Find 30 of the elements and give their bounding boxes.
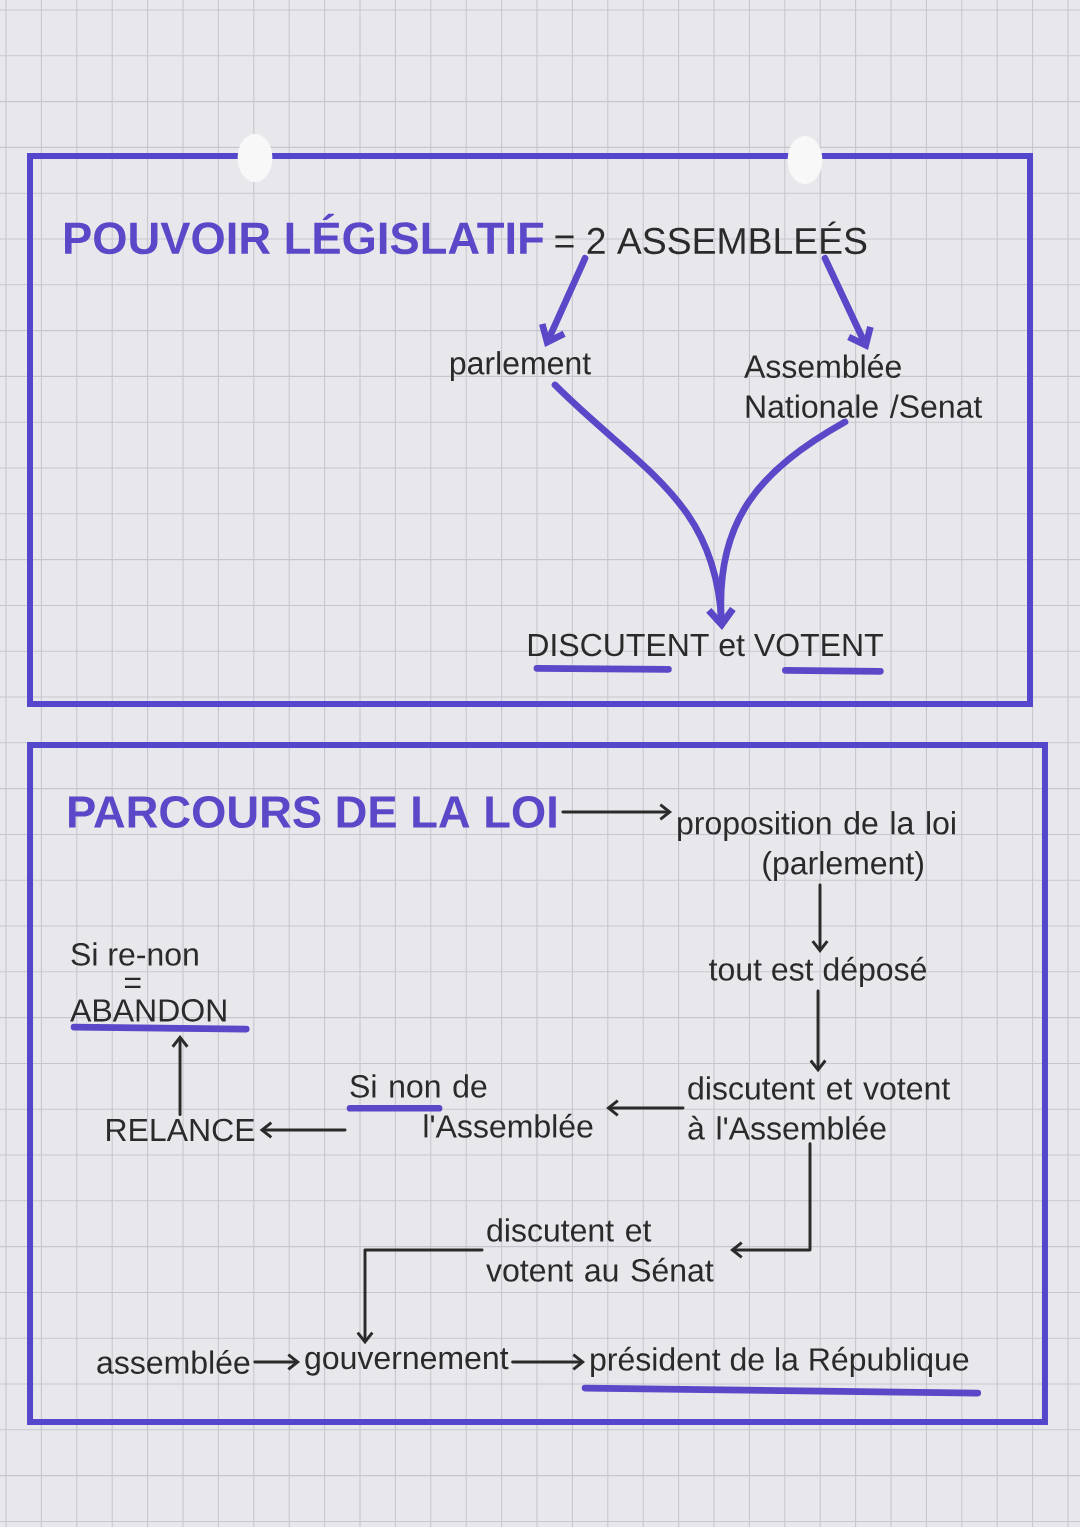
note-text: gouvernement [305, 1348, 509, 1376]
note-text: discutent et votent au Sénat [486, 1218, 714, 1282]
note-text: assemblée [97, 1350, 250, 1374]
note-text: discutent et votent à l'Assemblée [688, 1076, 951, 1140]
arrow [259, 1121, 347, 1139]
arrow [811, 883, 829, 953]
note-text: DISCUTENT et VOTENT [528, 633, 883, 657]
arrow [821, 254, 874, 351]
heading: POUVOIR LÉGISLATIF = 2 ASSEMBLEÉS [65, 213, 867, 255]
note-text: président de la République [591, 1346, 969, 1378]
arrow [253, 1353, 301, 1371]
arrow [706, 418, 849, 630]
note-text: parlement [450, 351, 591, 381]
note-text: Si non de l'Assemblée [350, 1074, 593, 1138]
frame [27, 153, 1033, 707]
note-text: proposition de la loi (parlement) [678, 811, 955, 881]
arrow [606, 1099, 685, 1117]
arrow [539, 254, 589, 348]
arrow [356, 1248, 484, 1345]
arrow [171, 1035, 189, 1117]
note-text: Si re-non = ABANDON [70, 942, 226, 1022]
arrow [809, 989, 827, 1073]
note-text: tout est déposé [709, 956, 926, 988]
arrow [511, 1353, 586, 1371]
heading: PARCOURS DE LA LOI [69, 795, 556, 828]
note-text: RELANCE [107, 1118, 255, 1142]
note-text: Assemblée Nationale /Senat [744, 354, 983, 418]
arrow [730, 1142, 812, 1259]
frame [27, 742, 1048, 1426]
arrow [561, 803, 673, 821]
